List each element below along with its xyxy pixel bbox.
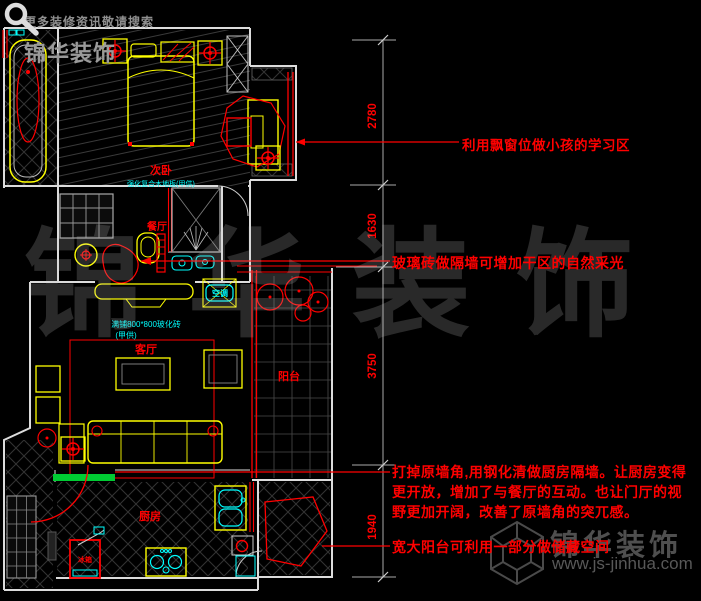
- shower-stall: [171, 187, 221, 253]
- floor-hatch: [4, 30, 330, 588]
- plant: [294, 304, 312, 322]
- watermark-footer-url: www.js-jinhua.com: [552, 554, 693, 573]
- wet-rooms: [59, 187, 221, 284]
- dimension-chain: [336, 34, 396, 583]
- bed: [127, 41, 195, 147]
- armchair: [203, 349, 243, 389]
- desk-chair: [220, 95, 286, 168]
- stove: [145, 547, 187, 577]
- search-icon: [4, 2, 39, 36]
- dim-2780: 2780: [367, 103, 379, 129]
- label-living-floor-2: (甲供): [115, 330, 137, 340]
- label-bedroom: 次卧: [150, 163, 172, 177]
- dim-3750: 3750: [367, 353, 379, 379]
- sofa: [87, 420, 223, 464]
- annotation-glass-brick: 玻璃砖做隔墙可增加干区的自然采光: [392, 255, 624, 271]
- label-ac: 空调: [212, 288, 228, 298]
- ceiling-outline: [69, 339, 215, 479]
- annotation-balcony-storage: 宽大阳台可利用一部分做储藏空间: [392, 539, 610, 555]
- desk-monitor: [226, 117, 252, 147]
- storage-zone-outline: [264, 496, 328, 567]
- watermark-search: 更多装修资讯敬请搜索 锦华装饰: [24, 13, 154, 68]
- entry: [6, 464, 89, 579]
- console-table: [94, 283, 194, 300]
- coffee-table: [115, 357, 171, 391]
- bay-window-study: [220, 72, 294, 176]
- ac-unit: [205, 284, 234, 302]
- watermark-search-hint: 更多装修资讯敬请搜索: [24, 15, 155, 29]
- kitchen: [53, 474, 256, 579]
- plant: [307, 291, 329, 313]
- watermark-footer-brand: 锦华装饰: [550, 530, 683, 562]
- toilet-fixture: [195, 255, 215, 269]
- label-living-floor-1: 满铺800*800玻化砖: [111, 319, 181, 329]
- annotation-study-area: 利用飘窗位做小孩的学习区: [462, 138, 630, 153]
- sink-fixture: [171, 255, 193, 271]
- annotation-leaders: [115, 138, 459, 547]
- annotation-kitchen-wall-line3: 野更加开阔，改善了原墙角的突兀感。: [392, 504, 639, 520]
- tv-cabinet: [35, 365, 61, 393]
- dimension-labels: 2780 1630 3750 1940: [367, 103, 379, 540]
- plant: [256, 283, 284, 311]
- pipe-accents: [2, 29, 25, 58]
- annotation-kitchen-wall-line1: 打掉原墙角,用钢化清做厨房隔墙。让厨房变得: [392, 464, 687, 480]
- label-living: 客厅: [134, 342, 157, 356]
- dim-1940: 1940: [367, 514, 379, 540]
- glass-partition: [53, 474, 115, 481]
- entry-door-arc: [30, 464, 89, 523]
- hall: [94, 278, 237, 308]
- curtain-outline: [102, 243, 139, 284]
- watermark-top-brand: 锦华装饰: [24, 41, 117, 66]
- label-balcony: 阳台: [278, 369, 300, 383]
- wardrobe: [226, 35, 249, 93]
- plant: [37, 428, 57, 448]
- glass-brick-wall: [156, 233, 166, 273]
- balcony: [237, 265, 377, 567]
- ac-outline: [202, 278, 237, 308]
- side-table: [58, 423, 85, 464]
- balcony-window: [251, 270, 258, 478]
- dish-rack: [93, 526, 105, 535]
- label-bedroom-floor: 强化复合木地板(甲供): [127, 179, 195, 188]
- plant: [284, 276, 314, 306]
- basin: [74, 243, 98, 267]
- fridge: [69, 539, 101, 579]
- label-kitchen: 厨房: [139, 509, 161, 523]
- dim-1630: 1630: [367, 213, 379, 239]
- counter-unit: [235, 555, 256, 577]
- flue-box: [231, 535, 254, 556]
- sink: [214, 485, 247, 531]
- annotation-kitchen-wall: 打掉原墙角,用钢化清做厨房隔墙。让厨房变得 更开放，增加了与餐厅的互动。也让门厅…: [392, 462, 686, 522]
- annotation-kitchen-wall-line2: 更开放，增加了与餐厅的互动。也让门厅的视: [392, 484, 682, 500]
- flue: [235, 539, 249, 553]
- room-labels: 次卧 强化复合木地板(甲供) 餐厅 空调 满铺800*800玻化砖 (甲供) 客…: [78, 163, 300, 564]
- label-dining: 餐厅: [146, 220, 167, 233]
- label-fridge: 冰箱: [78, 555, 92, 564]
- living-room: [35, 339, 243, 479]
- bedroom-door-arc: [217, 185, 249, 217]
- bathtub: [9, 39, 47, 183]
- cube-logo-icon: [490, 520, 544, 586]
